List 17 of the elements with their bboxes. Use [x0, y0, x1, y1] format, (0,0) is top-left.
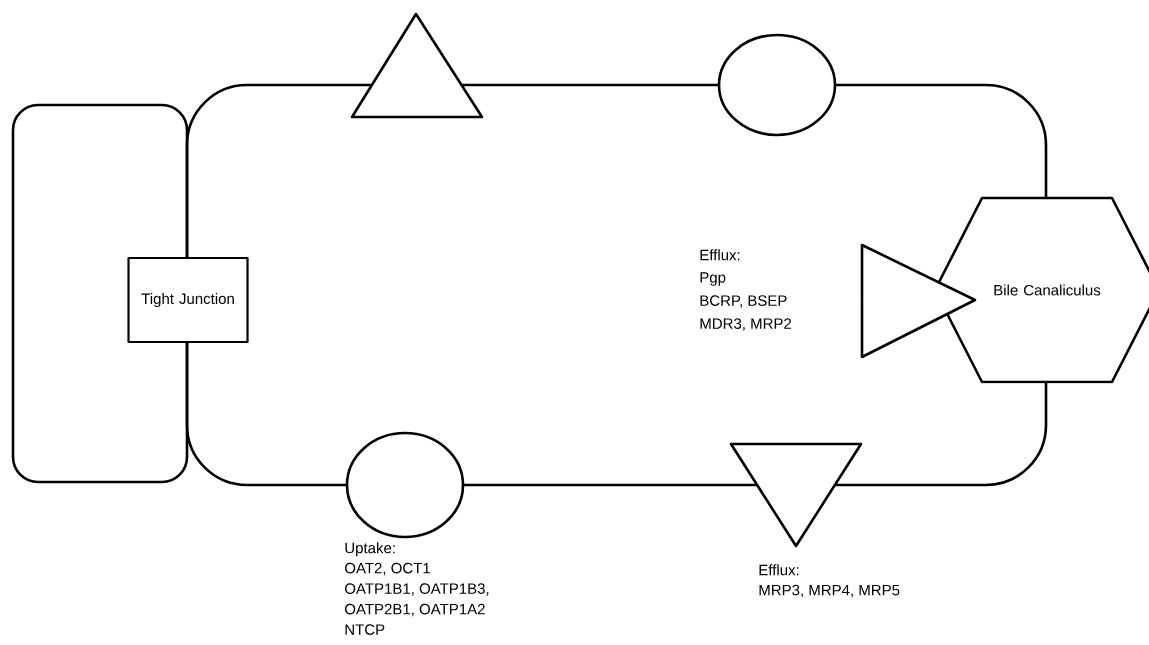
transporter-label: MDR3, MRP2 — [700, 318, 792, 331]
transporter-label: OATP2B1, OATP1A2 — [345, 603, 485, 617]
transporter-label: NTCP — [345, 624, 385, 635]
transporter-label: MRP3, MRP4, MRP5 — [759, 584, 900, 598]
circle-transporter — [717, 33, 837, 137]
node-label: Bile Canaliculus — [994, 284, 1101, 296]
transporter-label: OATP1B1, OATP1B3, — [345, 583, 489, 596]
transporter-label: Efflux: — [700, 249, 740, 261]
transporter-label: Efflux: — [759, 564, 799, 576]
triangle-transporter — [729, 442, 863, 548]
circle-transporter — [345, 431, 465, 539]
junction-box: Tight Junction — [127, 256, 249, 344]
transporter-label: Uptake: — [345, 542, 395, 557]
triangle-transporter — [350, 12, 484, 119]
transporter-label: OAT2, OCT1 — [345, 562, 430, 576]
transporter-label: BCRP, BSEP — [700, 295, 787, 308]
transporter-label: Pgp — [700, 272, 726, 286]
